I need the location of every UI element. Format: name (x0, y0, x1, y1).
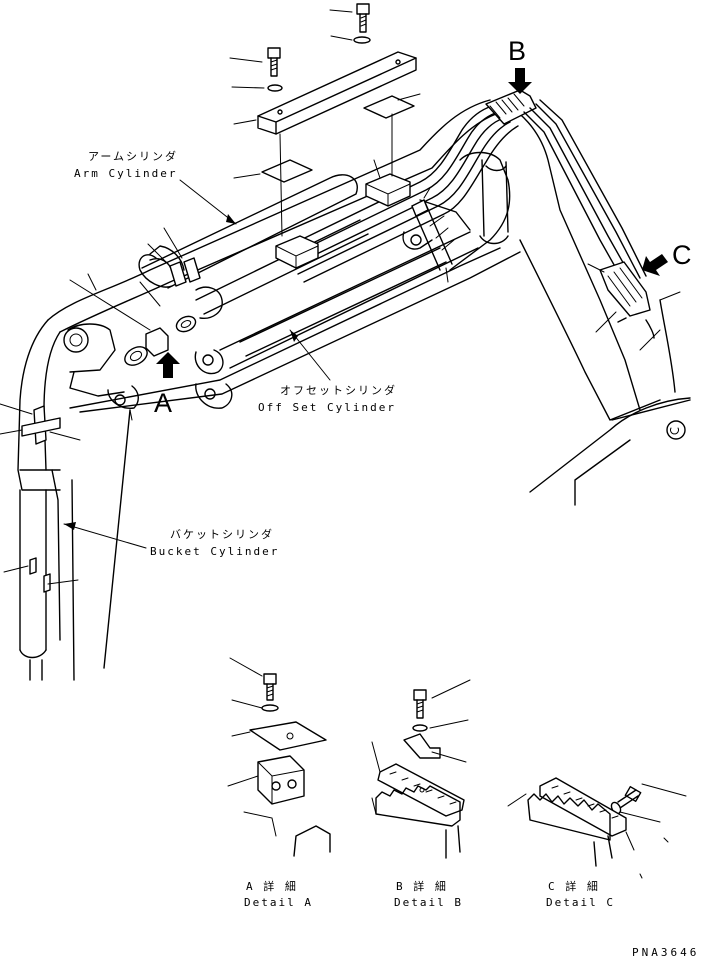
detail-c-jp-label: C 詳 細 (548, 879, 600, 893)
arrow-a (156, 352, 180, 378)
detail-c-view (507, 777, 687, 879)
rubber-pad-left (261, 159, 313, 183)
pipe-brackets (411, 187, 455, 283)
detail-b-en-label: Detail B (394, 896, 463, 909)
bucket-cylinder-jp-label: バケットシリンダ (170, 527, 274, 541)
detail-a-jp-label: A 詳 細 (246, 879, 298, 893)
offset-cylinder-en-label: Off Set Cylinder (258, 401, 396, 414)
arm-cylinder-en-label: Arm Cylinder (74, 167, 177, 180)
bucket-cylinder-en-label: Bucket Cylinder (150, 545, 279, 558)
offset-cylinder (219, 199, 479, 369)
arm-cylinder (138, 174, 369, 333)
arrow-b (508, 68, 532, 94)
arrow-c (642, 254, 668, 276)
top-bolt (329, 3, 370, 33)
detail-c-en-label: Detail C (546, 896, 615, 909)
labels: アームシリンダ Arm Cylinder オフセットシリンダ Off Set C… (74, 36, 699, 959)
pin-boss-right (666, 420, 686, 440)
marker-a-label: A (154, 388, 172, 418)
hose-bundle (279, 89, 681, 351)
rubber-pad-right (363, 95, 415, 119)
plate-bolt (229, 47, 281, 77)
detail-a-view (227, 657, 331, 857)
top-washer (353, 36, 371, 44)
marker-c-label: C (672, 240, 692, 270)
arm-cylinder-jp-label: アームシリンダ (88, 149, 178, 163)
detail-b-jp-label: B 詳 細 (396, 879, 448, 893)
plate-washer (267, 84, 283, 92)
marker-b-label: B (508, 36, 526, 66)
hose-clamps (275, 113, 411, 269)
bucket-cylinder (0, 403, 133, 681)
callout-leaders (63, 68, 668, 549)
detail-b-view (371, 679, 471, 859)
drawing-code-label: PNA3646 (632, 946, 699, 958)
clamp-a-on-arm (124, 227, 201, 378)
detail-a-en-label: Detail A (244, 896, 313, 909)
top-bracket-assembly (229, 3, 421, 183)
arm-pin-left (63, 327, 89, 353)
clamp-plate (257, 51, 417, 135)
offset-cylinder-jp-label: オフセットシリンダ (280, 383, 397, 397)
